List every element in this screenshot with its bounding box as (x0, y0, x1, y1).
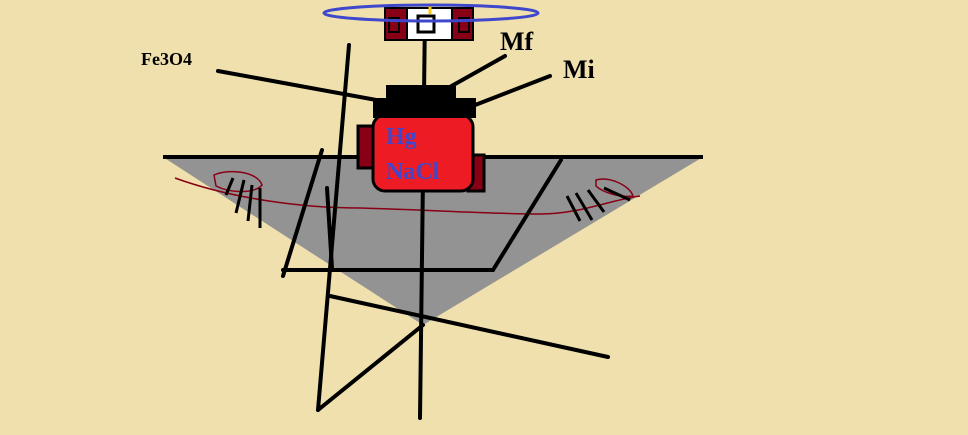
left-hatch-marks (224, 177, 262, 228)
label-nacl: NaCl (386, 159, 440, 185)
right-hatch-marks (565, 186, 631, 222)
left-oval-outline (213, 170, 263, 193)
rotor-mark (416, 14, 436, 34)
support-lines (216, 12, 610, 420)
rotor-side-right (458, 17, 470, 33)
label-mf: Mf (500, 27, 534, 56)
label-fe3o4: Fe3O4 (141, 49, 192, 69)
right-oval-outline (595, 178, 634, 198)
label-hg: Hg (386, 124, 417, 150)
rotor-halo (322, 3, 540, 23)
label-mi: Mi (563, 55, 595, 84)
rotor-side-left (388, 17, 400, 33)
vessel-lid (373, 98, 476, 118)
